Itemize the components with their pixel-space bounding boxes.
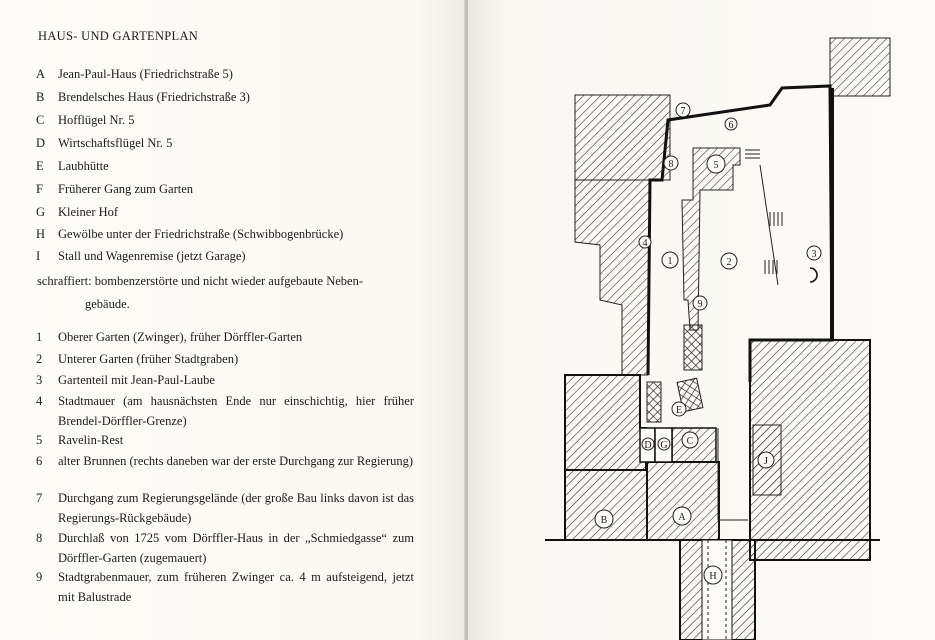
page-title: HAUS- UND GARTENPLAN [38, 29, 199, 43]
legend-key: I [36, 249, 41, 263]
plan-label: 1 [668, 256, 673, 267]
plan-label: C [687, 436, 694, 447]
passage-line [717, 428, 748, 521]
legend-key: A [36, 67, 46, 81]
legend-text: Hofflügel Nr. 5 [58, 113, 135, 127]
legend-key: E [36, 159, 44, 173]
site-plan: 7 6 8 5 4 1 2 3 9 E D G C [545, 37, 891, 640]
plan-label: B [601, 515, 608, 526]
label-circle [661, 251, 679, 269]
hatch-note-line1: schraffiert: bombenzerstörte und nicht w… [37, 274, 364, 288]
garden-boundary [646, 84, 834, 382]
right-page: 7 6 8 5 4 1 2 3 9 E D G C [468, 0, 935, 640]
plan-label: 3 [812, 249, 817, 260]
label-circle [672, 506, 692, 526]
label-circle [724, 117, 738, 131]
legend-text: Jean-Paul-Haus (Friedrichstraße 5) [58, 67, 233, 81]
legend-key: 7 [36, 491, 43, 505]
legend-key: 8 [36, 531, 43, 545]
legend-key: G [36, 205, 46, 219]
legend-key: B [36, 90, 45, 104]
legend-text: alter Brunnen (rechts daneben war der er… [58, 454, 414, 468]
plan-label: D [644, 440, 651, 451]
legend-key: C [36, 113, 45, 127]
garden-stairs [745, 149, 783, 274]
legend-text: Durchlaß von 1725 vom Dörffler-Haus in d… [58, 531, 414, 565]
label-circle [806, 245, 822, 261]
plan-label: 6 [729, 120, 734, 131]
plan-label: 2 [727, 257, 732, 268]
plan-label: J [764, 456, 768, 467]
legend-key: F [36, 182, 43, 196]
label-circle [757, 451, 775, 469]
legend-key: 2 [36, 352, 43, 366]
legend-key: H [36, 227, 46, 241]
legend-text: Laubhütte [58, 159, 109, 173]
legend-key: D [36, 136, 46, 150]
label-circle [671, 401, 687, 417]
label-circle [706, 154, 726, 174]
plan-labels: 7 6 8 5 4 1 2 3 9 E D G C [594, 102, 822, 585]
legend-text: Gartenteil mit Jean-Paul-Laube [58, 373, 215, 387]
plan-label: 5 [714, 160, 719, 171]
legend-key: 6 [36, 454, 43, 468]
cross-hatch-3 [646, 381, 662, 423]
stadtgraben-wall [681, 147, 741, 331]
label-circle [657, 437, 671, 451]
hatch-note: schraffiert: bombenzerstörte und nicht w… [37, 270, 415, 316]
label-circle [720, 252, 738, 270]
book-gutter [464, 0, 470, 640]
plan-label: 9 [698, 299, 703, 310]
legend-text: Stall und Wagenremise (jetzt Garage) [58, 249, 246, 263]
plan-label: 8 [669, 159, 674, 170]
building-top-left [574, 94, 671, 181]
label-circle [675, 102, 691, 118]
plan-label: H [709, 571, 716, 582]
plan-label: E [676, 405, 682, 416]
building-b [564, 469, 648, 541]
hatch-note-line2: gebäude. [85, 297, 130, 311]
label-circle [703, 565, 723, 585]
legend-text: Wirtschaftsflügel Nr. 5 [58, 136, 173, 150]
cross-hatch-1 [683, 324, 703, 371]
label-circle [594, 509, 614, 529]
legend-key: 3 [36, 373, 43, 387]
legend-text: Durchgang zum Regierungsgelände (der gro… [58, 491, 414, 525]
label-circle [638, 235, 652, 249]
terrace-line [759, 164, 779, 286]
label-circle [681, 431, 699, 449]
building-top-right [829, 37, 891, 97]
plan-label: G [660, 440, 667, 451]
legend-key: 5 [36, 433, 43, 447]
vault-h-inner [701, 539, 733, 640]
legend-text: Früherer Gang zum Garten [58, 182, 194, 196]
building-left-lower [564, 374, 647, 471]
plan-label: 4 [643, 238, 648, 249]
label-circle [641, 437, 655, 451]
city-wall-hatched [574, 179, 651, 376]
label-circle [692, 295, 708, 311]
building-a [646, 461, 720, 541]
legend-text: Ravelin-Rest [58, 433, 124, 447]
legend-text: Kleiner Hof [58, 205, 119, 219]
legend-key: 4 [36, 394, 43, 408]
plan-label: A [678, 512, 686, 523]
legend-key: 1 [36, 330, 43, 344]
label-circle [663, 155, 679, 171]
arbor-symbol [809, 267, 818, 283]
legend-text: Stadtgrabenmauer, zum früheren Zwinger c… [58, 570, 414, 604]
legend-text: Stadtmauer (am hausnächsten Ende nur ein… [58, 394, 414, 428]
left-page: HAUS- UND GARTENPLAN A Jean-Paul-Haus (F… [0, 0, 466, 640]
legend-text: Oberer Garten (Zwinger), früher Dörffler… [58, 330, 303, 344]
legend-key: 9 [36, 570, 43, 584]
legend-text: Brendelsches Haus (Friedrichstraße 3) [58, 90, 250, 104]
plan-label: 7 [681, 106, 686, 117]
legend-text: Gewölbe unter der Friedrichstraße (Schwi… [58, 227, 344, 241]
legend-text: Unterer Garten (früher Stadtgraben) [58, 352, 239, 366]
